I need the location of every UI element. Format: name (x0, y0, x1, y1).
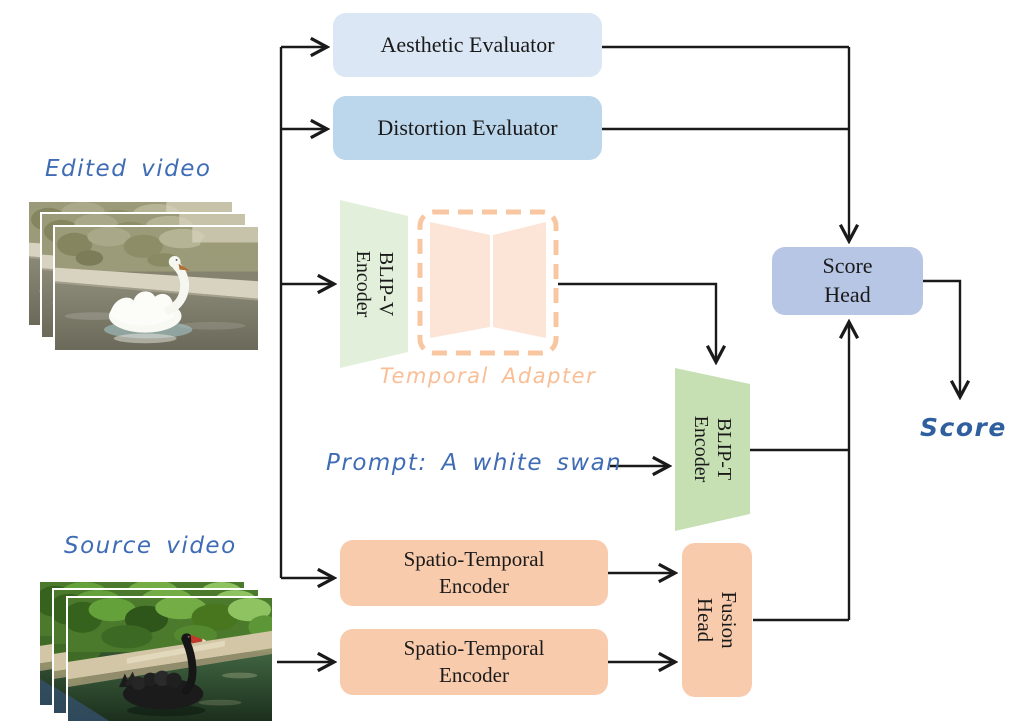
blip-v-label-line2: Encoder (352, 250, 374, 318)
blip-v-encoder-shape (340, 200, 408, 368)
temporal-adapter-label: Temporal Adapter (379, 364, 597, 388)
adapter-left-trapezoid (430, 222, 490, 338)
spatio-temporal-encoder-1-node: Spatio-Temporal Encoder (340, 540, 608, 606)
fusion-head-node (682, 543, 752, 697)
aesthetic-evaluator-node: Aesthetic Evaluator (333, 13, 602, 77)
source-video-label: Source video (64, 533, 237, 559)
prompt-text: Prompt: A white swan (326, 450, 623, 476)
fusion-head-label-line1: Fusion (717, 591, 742, 649)
score-output-label: Score (920, 413, 1007, 442)
blip-v-label-line1: BLIP-V (375, 251, 397, 317)
blip-t-encoder-shape (675, 368, 750, 531)
temporal-adapter-box (417, 209, 559, 356)
edited-video-frame-front (53, 225, 260, 352)
edited-video-label: Edited video (45, 156, 212, 182)
blip-t-label-line2: Encoder (690, 415, 712, 483)
fusion-head-label-line2: Head (693, 597, 717, 643)
st-encoder-1-label-line1: Spatio-Temporal (403, 546, 545, 571)
st-encoder-1-label-line2: Encoder (439, 574, 509, 598)
score-head-label-line1: Score (822, 253, 873, 279)
st-encoder-2-label-line2: Encoder (439, 663, 509, 687)
source-video-frame-front (66, 596, 274, 723)
score-head-node: Score Head (772, 247, 923, 315)
spatio-temporal-encoder-2-node: Spatio-Temporal Encoder (340, 629, 608, 695)
adapter-right-trapezoid (493, 222, 546, 338)
score-head-label-line2: Head (824, 282, 871, 307)
blip-t-encoder-label: BLIP-T Encoder (689, 416, 735, 483)
aesthetic-evaluator-label: Aesthetic Evaluator (380, 32, 555, 58)
st-encoder-2-label-line1: Spatio-Temporal (403, 635, 545, 660)
edge-score-head-out (923, 279, 960, 397)
blip-v-encoder-label: BLIP-V Encoder (351, 251, 397, 318)
edge-adapter-to-blip-t (558, 282, 716, 362)
fusion-head-label: Fusion Head (693, 591, 741, 648)
distortion-evaluator-node: Distortion Evaluator (333, 96, 602, 160)
blip-t-label-line1: BLIP-T (713, 417, 735, 481)
distortion-evaluator-label: Distortion Evaluator (377, 115, 558, 141)
